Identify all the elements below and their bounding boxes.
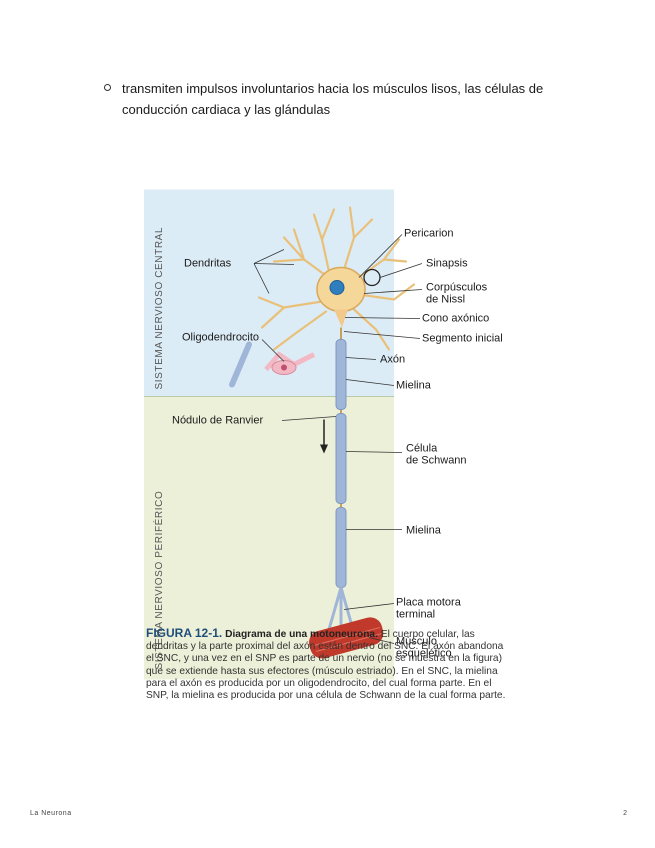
- label-cono: Cono axónico: [422, 313, 489, 325]
- figure-caption: FIGURA 12-1. Diagrama de una motoneurona…: [146, 627, 510, 702]
- cns-label: SISTEMA NERVIOSO CENTRAL: [154, 227, 165, 390]
- caption-figure-number: FIGURA 12-1.: [146, 626, 223, 640]
- caption-title: Diagrama de una motoneurona.: [225, 629, 378, 640]
- label-musculo-2: esquelético: [396, 648, 452, 660]
- label-mielina-top: Mielina: [396, 380, 432, 392]
- label-axon: Axón: [380, 354, 405, 366]
- pns-label: SISTEMA NERVIOSO PERIFÉRICO: [152, 491, 165, 670]
- caption-body: El cuerpo celular, las dendritas y la pa…: [146, 629, 506, 702]
- label-ranvier: Nódulo de Ranvier: [172, 415, 263, 427]
- arrow-head-icon: [320, 444, 328, 454]
- axon: [327, 327, 355, 635]
- label-oligo: Oligodendrocito: [182, 332, 259, 344]
- label-mielina-bottom: Mielina: [406, 525, 442, 537]
- label-corpusculos-2: de Nissl: [426, 294, 465, 306]
- skeletal-muscle: [309, 617, 384, 659]
- footer-title: La Neurona: [30, 810, 72, 817]
- axon-hillock: [334, 309, 348, 328]
- label-sinapsis: Sinapsis: [426, 258, 468, 270]
- label-corpusculos-1: Corpúsculos: [426, 282, 488, 294]
- bullet-text: transmiten impulsos involuntarios hacia …: [122, 81, 544, 117]
- label-placa-2: terminal: [396, 609, 435, 621]
- label-schwann-1: Célula: [406, 443, 438, 455]
- motoneuron-diagram: SISTEMA NERVIOSO CENTRAL SISTEMA NERVIOS…: [144, 189, 503, 680]
- oligodendrocyte: [229, 341, 316, 388]
- label-schwann-2: de Schwann: [406, 455, 467, 467]
- label-segmento: Segmento inicial: [422, 333, 503, 345]
- label-musculo-1: Músculo: [396, 636, 437, 648]
- bullet-circle-icon: [104, 84, 111, 91]
- page-number: 2: [623, 810, 627, 817]
- nucleus: [329, 280, 345, 295]
- label-pericarion: Pericarion: [404, 228, 454, 240]
- label-dendritas: Dendritas: [184, 258, 232, 270]
- label-placa-1: Placa motora: [396, 597, 462, 609]
- leader-lines: [253, 234, 423, 644]
